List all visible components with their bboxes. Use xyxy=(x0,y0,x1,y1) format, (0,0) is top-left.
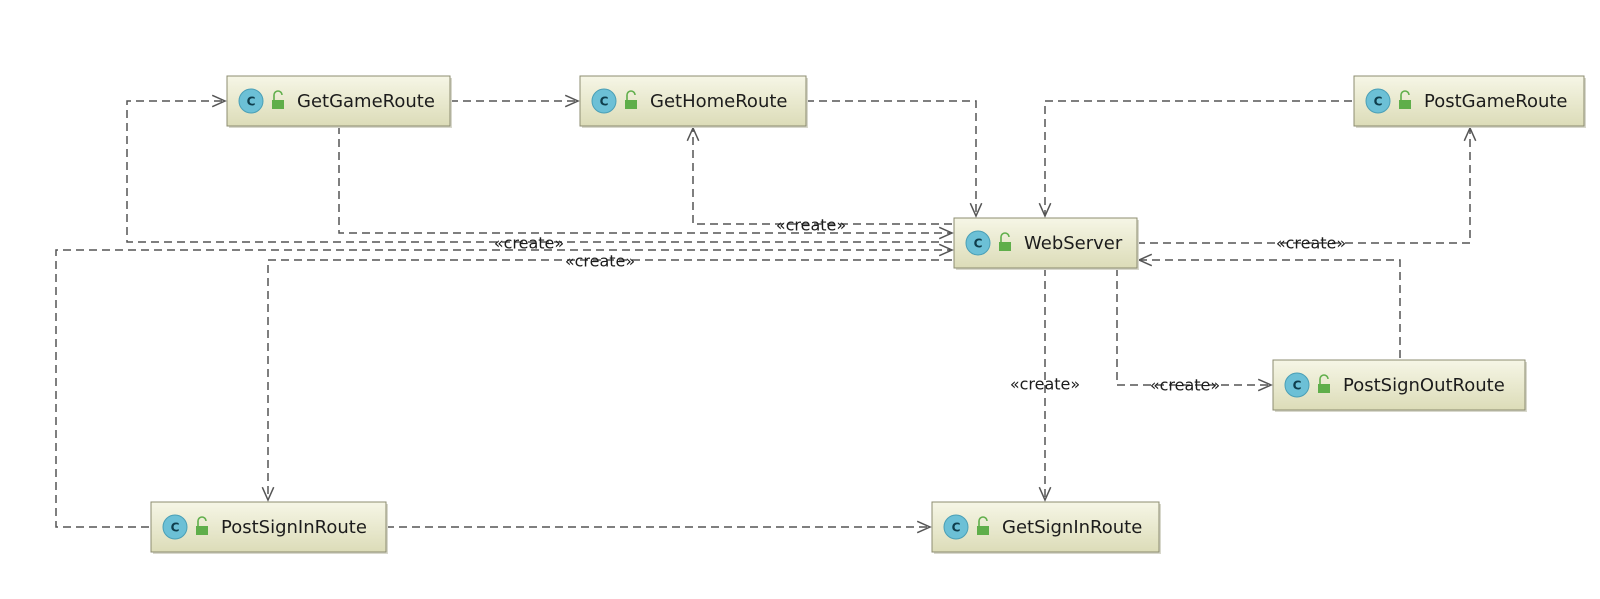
edge-line xyxy=(1116,268,1271,386)
class-name-label: PostGameRoute xyxy=(1424,91,1568,112)
node-box xyxy=(226,75,451,127)
node-box xyxy=(1353,75,1585,127)
class-icon-letter: C xyxy=(171,521,180,535)
edge-label-create: «create» xyxy=(565,252,635,271)
public-lock-icon xyxy=(1318,374,1330,393)
dependency-edge-post-game-route-to-web-server[interactable] xyxy=(1038,100,1352,218)
class-icon: C xyxy=(1284,372,1310,398)
arrowhead-icon xyxy=(916,520,932,534)
edge-line xyxy=(692,128,952,225)
edge-line xyxy=(806,100,977,216)
dependency-edge-web-server-to-get-home-route[interactable] xyxy=(686,126,952,225)
class-icon: C xyxy=(162,514,188,540)
public-lock-icon xyxy=(977,516,989,535)
class-node-post-sign-out-route[interactable]: C PostSignOutRoute xyxy=(1272,359,1527,412)
dependency-edge-web-server-to-get-game-route[interactable] xyxy=(126,94,952,243)
public-lock-icon xyxy=(999,232,1011,251)
node-box xyxy=(150,501,387,553)
class-icon: C xyxy=(1365,88,1391,114)
class-icon-letter: C xyxy=(247,95,256,109)
arrowhead-icon xyxy=(969,202,983,218)
class-name-label: GetHomeRoute xyxy=(650,91,788,112)
edges-layer xyxy=(55,94,1477,534)
class-name-label: GetGameRoute xyxy=(297,91,435,112)
node-box xyxy=(1272,359,1526,411)
class-node-get-game-route[interactable]: C GetGameRoute xyxy=(226,75,452,128)
public-lock-icon xyxy=(1399,90,1411,109)
class-icon: C xyxy=(965,230,991,256)
edge-label-create: «create» xyxy=(1276,234,1346,253)
arrowhead-icon xyxy=(1038,202,1052,218)
class-node-post-game-route[interactable]: C PostGameRoute xyxy=(1353,75,1586,128)
edge-label-create: «create» xyxy=(776,216,846,235)
edge-line xyxy=(1137,128,1471,244)
edge-label-create: «create» xyxy=(1010,375,1080,394)
class-name-label: PostSignInRoute xyxy=(221,517,367,538)
edge-line xyxy=(126,100,952,243)
arrowhead-icon xyxy=(564,94,580,108)
edge-label-create: «create» xyxy=(494,234,564,253)
class-node-post-sign-in-route[interactable]: C PostSignInRoute xyxy=(150,501,388,554)
public-lock-icon xyxy=(625,90,637,109)
public-lock-icon xyxy=(196,516,208,535)
class-node-web-server[interactable]: C WebServer xyxy=(953,217,1139,270)
edge-line xyxy=(1044,100,1352,216)
dependency-edge-post-sign-in-route-to-web-server[interactable] xyxy=(55,243,954,528)
dependency-edge-web-server-to-post-game-route[interactable] xyxy=(1137,126,1477,244)
dependency-edge-web-server-to-post-sign-out-route[interactable] xyxy=(1116,268,1273,392)
dependency-edge-web-server-to-get-sign-in-route[interactable] xyxy=(1038,268,1052,502)
class-icon: C xyxy=(591,88,617,114)
edge-line xyxy=(1139,259,1401,358)
node-box xyxy=(579,75,807,127)
class-name-label: GetSignInRoute xyxy=(1002,517,1142,538)
class-name-label: WebServer xyxy=(1024,233,1123,254)
class-icon-letter: C xyxy=(974,237,983,251)
edge-line xyxy=(267,259,952,500)
arrowhead-icon xyxy=(938,226,954,240)
arrowhead-icon xyxy=(1038,486,1052,502)
edge-labels-layer: «create»«create»«create»«create»«create»… xyxy=(494,216,1346,395)
class-icon: C xyxy=(238,88,264,114)
edge-line xyxy=(338,126,952,234)
dependency-edge-get-game-route-to-get-home-route[interactable] xyxy=(450,94,580,108)
arrowhead-icon xyxy=(1257,378,1273,392)
arrowhead-icon xyxy=(211,94,227,108)
arrowhead-icon xyxy=(261,486,275,502)
edge-line xyxy=(55,249,952,528)
class-name-label: PostSignOutRoute xyxy=(1343,375,1505,396)
dependency-edge-get-game-route-to-web-server[interactable] xyxy=(338,126,954,240)
dependency-edge-post-sign-in-route-to-get-sign-in-route[interactable] xyxy=(386,520,932,534)
class-node-get-home-route[interactable]: C GetHomeRoute xyxy=(579,75,808,128)
class-node-get-sign-in-route[interactable]: C GetSignInRoute xyxy=(931,501,1161,554)
dependency-edge-post-sign-out-route-to-web-server[interactable] xyxy=(1137,253,1401,358)
class-icon-letter: C xyxy=(600,95,609,109)
edge-label-create: «create» xyxy=(1150,376,1220,395)
dependency-edge-get-home-route-to-web-server[interactable] xyxy=(806,100,983,218)
dependency-edge-web-server-to-post-sign-in-route[interactable] xyxy=(261,259,952,502)
node-box xyxy=(931,501,1160,553)
class-icon: C xyxy=(943,514,969,540)
class-icon-letter: C xyxy=(1293,379,1302,393)
arrowhead-icon xyxy=(938,243,954,257)
public-lock-icon xyxy=(272,90,284,109)
class-icon-letter: C xyxy=(1374,95,1383,109)
class-icon-letter: C xyxy=(952,521,961,535)
